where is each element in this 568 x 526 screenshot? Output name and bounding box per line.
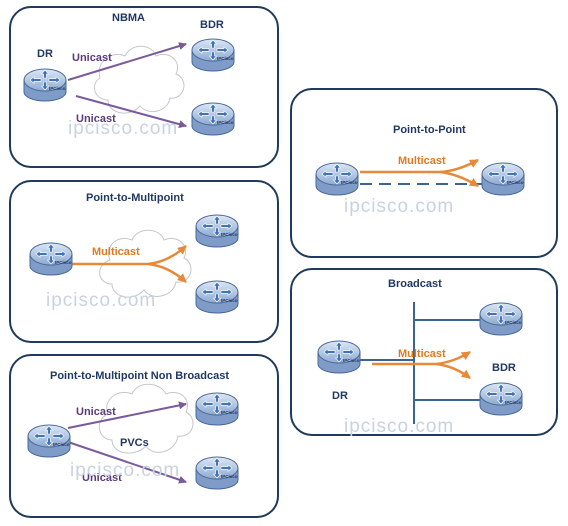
router-icon xyxy=(195,456,239,490)
router-nbma-drother: IPCisco xyxy=(190,98,236,142)
router-broadcast-bdr: IPCisco xyxy=(478,298,524,342)
router-icon xyxy=(481,162,525,196)
router-logo-text: IPCisco xyxy=(49,86,66,91)
router-icon xyxy=(317,340,361,374)
router-icon xyxy=(479,302,523,336)
router-logo-text: IPCisco xyxy=(217,56,234,61)
router-p2mp-nb-hub: IPCisco xyxy=(26,420,72,464)
p2p-multicast-arrow xyxy=(360,158,479,188)
p2mp-multicast-label: Multicast xyxy=(92,246,140,258)
router-icon xyxy=(195,280,239,314)
router-p2mp-spoke-2: IPCisco xyxy=(194,276,240,320)
broadcast-bdr-label: BDR xyxy=(492,362,516,374)
nbma-unicast-top-arrow xyxy=(67,42,187,81)
router-logo-text: IPCisco xyxy=(55,260,72,265)
router-logo-text: IPCisco xyxy=(221,410,238,415)
router-icon xyxy=(23,68,67,102)
router-logo-text: IPCisco xyxy=(343,358,360,363)
router-logo-text: IPCisco xyxy=(221,232,238,237)
router-icon xyxy=(195,392,239,426)
router-icon xyxy=(27,424,71,458)
p2mp-nb-pvcs-label: PVCs xyxy=(120,437,149,449)
p2p-title: Point-to-Point xyxy=(393,124,466,136)
router-icon xyxy=(29,242,73,276)
nbma-unicast-top-label: Unicast xyxy=(72,52,112,64)
nbma-dr-label: DR xyxy=(37,48,53,60)
p2mp-nb-title: Point-to-Multipoint Non Broadcast xyxy=(50,370,230,382)
broadcast-multicast-label: Multicast xyxy=(398,348,446,360)
router-icon xyxy=(315,162,359,196)
router-icon xyxy=(191,38,235,72)
router-icon xyxy=(191,102,235,136)
router-logo-text: IPCisco xyxy=(505,320,522,325)
p2mp-nb-unicast-top-label: Unicast xyxy=(76,406,116,418)
broadcast-title: Broadcast xyxy=(388,278,442,290)
p2mp-nb-unicast-bottom-label: Unicast xyxy=(82,472,122,484)
nbma-title: NBMA xyxy=(112,12,145,24)
router-nbma-dr: IPCisco xyxy=(22,64,68,108)
p2mp-nb-unicast-top-arrow xyxy=(67,401,187,429)
router-logo-text: IPCisco xyxy=(53,442,70,447)
router-broadcast-dr: IPCisco xyxy=(316,336,362,380)
cloud-p2mp xyxy=(99,229,192,298)
router-p2p-right: IPCisco xyxy=(480,158,526,202)
router-p2mp-spoke-1: IPCisco xyxy=(194,210,240,254)
p2mp-title: Point-to-Multipoint xyxy=(86,192,184,204)
router-icon xyxy=(479,382,523,416)
p2p-multicast-label: Multicast xyxy=(398,155,446,167)
nbma-unicast-bottom-label: Unicast xyxy=(76,113,116,125)
router-logo-text: IPCisco xyxy=(507,180,524,185)
p2mp-multicast-arrow xyxy=(70,245,187,283)
cloud-p2mp-nb xyxy=(98,383,194,454)
cloud-nbma xyxy=(93,45,185,114)
router-logo-text: IPCisco xyxy=(341,180,358,185)
broadcast-dr-label: DR xyxy=(332,390,348,402)
router-logo-text: IPCisco xyxy=(505,400,522,405)
router-p2mp-nb-spoke-2: IPCisco xyxy=(194,452,240,496)
router-icon xyxy=(195,214,239,248)
p2mp-nb-unicast-bottom-arrow xyxy=(67,441,187,484)
router-logo-text: IPCisco xyxy=(217,120,234,125)
nbma-bdr-label: BDR xyxy=(200,19,224,31)
nbma-unicast-bottom-arrow xyxy=(75,95,187,129)
broadcast-multicast-arrow xyxy=(372,350,471,380)
router-logo-text: IPCisco xyxy=(221,474,238,479)
router-p2mp-nb-spoke-1: IPCisco xyxy=(194,388,240,432)
router-p2p-left: IPCisco xyxy=(314,158,360,202)
router-p2mp-hub: IPCisco xyxy=(28,238,74,282)
router-logo-text: IPCisco xyxy=(221,298,238,303)
router-broadcast-drother: IPCisco xyxy=(478,378,524,422)
router-nbma-bdr: IPCisco xyxy=(190,34,236,78)
